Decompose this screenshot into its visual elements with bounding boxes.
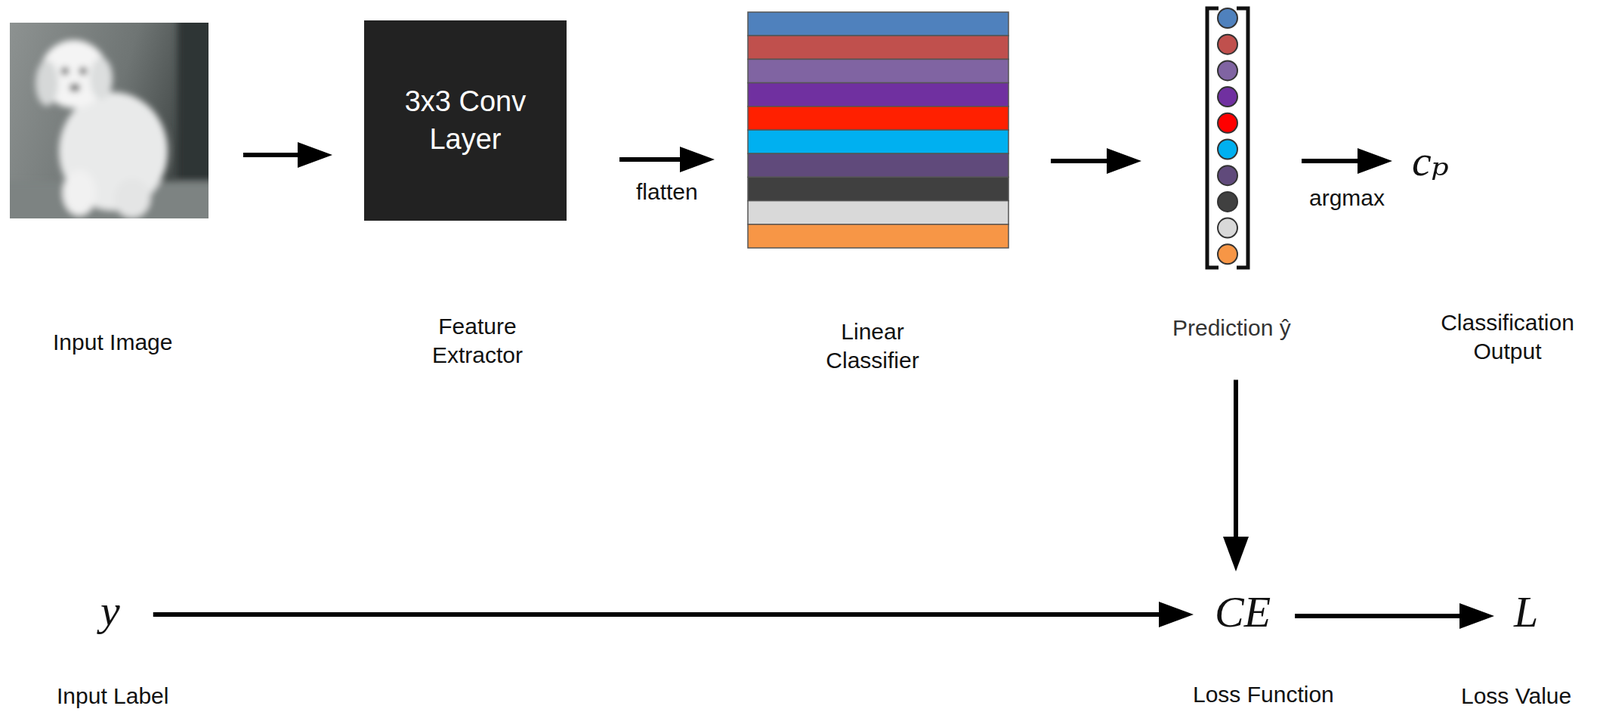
arrow-shaft <box>153 611 1161 617</box>
output-symbol: cₚClassification Output <box>1402 127 1458 195</box>
node-caption: Feature Extractor <box>405 311 550 369</box>
arrow-shaft <box>243 152 300 158</box>
node-caption: Loss Function <box>1192 679 1335 709</box>
node-caption: Classification Output <box>1430 308 1585 365</box>
arrow-head <box>1223 536 1249 572</box>
label-symbol: yInput Label <box>91 577 130 644</box>
arrow-head <box>679 146 715 173</box>
node-caption: Linear Classifier <box>800 317 945 374</box>
arrow-head <box>297 142 333 168</box>
arrow-shaft <box>1294 613 1462 618</box>
arrow-head <box>1357 148 1393 174</box>
prediction-vector: Prediction ŷ <box>1206 8 1249 268</box>
weight-matrix <box>747 12 1009 248</box>
arrow-connector <box>153 601 1194 628</box>
layer-title: 3x3 Conv Layer <box>386 83 545 158</box>
loss-value-symbol: LLoss Value <box>1504 578 1548 646</box>
linear-classifier: Linear Classifier <box>747 12 1009 248</box>
edge-label: argmax <box>1306 184 1387 212</box>
arrow-connector <box>1294 602 1495 629</box>
arrow-head <box>1158 601 1194 628</box>
conv-layer-box: 3x3 Conv LayerFeature Extractor <box>364 20 567 221</box>
node-caption: Loss Value <box>1461 681 1572 711</box>
arrow-head <box>1459 602 1495 629</box>
arrow-connector <box>1223 379 1249 572</box>
math-symbol: y <box>100 586 121 635</box>
arrow-shaft <box>1301 158 1360 164</box>
arrow-connector <box>1301 148 1393 174</box>
loss-function-symbol: CELoss Function <box>1204 577 1282 647</box>
node-caption: Input Image <box>52 327 173 357</box>
arrow-head <box>1106 148 1142 174</box>
dog-photo <box>9 22 209 219</box>
node-caption: Input Label <box>56 681 169 711</box>
math-symbol: L <box>1513 587 1539 637</box>
dog-figure <box>9 22 209 219</box>
edge-label: flatten <box>633 178 701 206</box>
math-symbol: cₚ <box>1411 136 1449 186</box>
arrow-shaft <box>1233 379 1239 539</box>
arrow-shaft <box>1050 158 1109 164</box>
vector-bracket <box>1207 8 1248 268</box>
math-symbol: CE <box>1214 587 1271 637</box>
arrow-shaft <box>619 157 682 162</box>
input-image: Input Image <box>9 22 209 219</box>
arrow-connector <box>619 146 715 173</box>
arrow-connector <box>1050 148 1142 174</box>
arrow-connector <box>243 142 333 168</box>
vector-dots <box>1217 8 1238 264</box>
node-caption: Prediction ŷ <box>1172 313 1292 343</box>
